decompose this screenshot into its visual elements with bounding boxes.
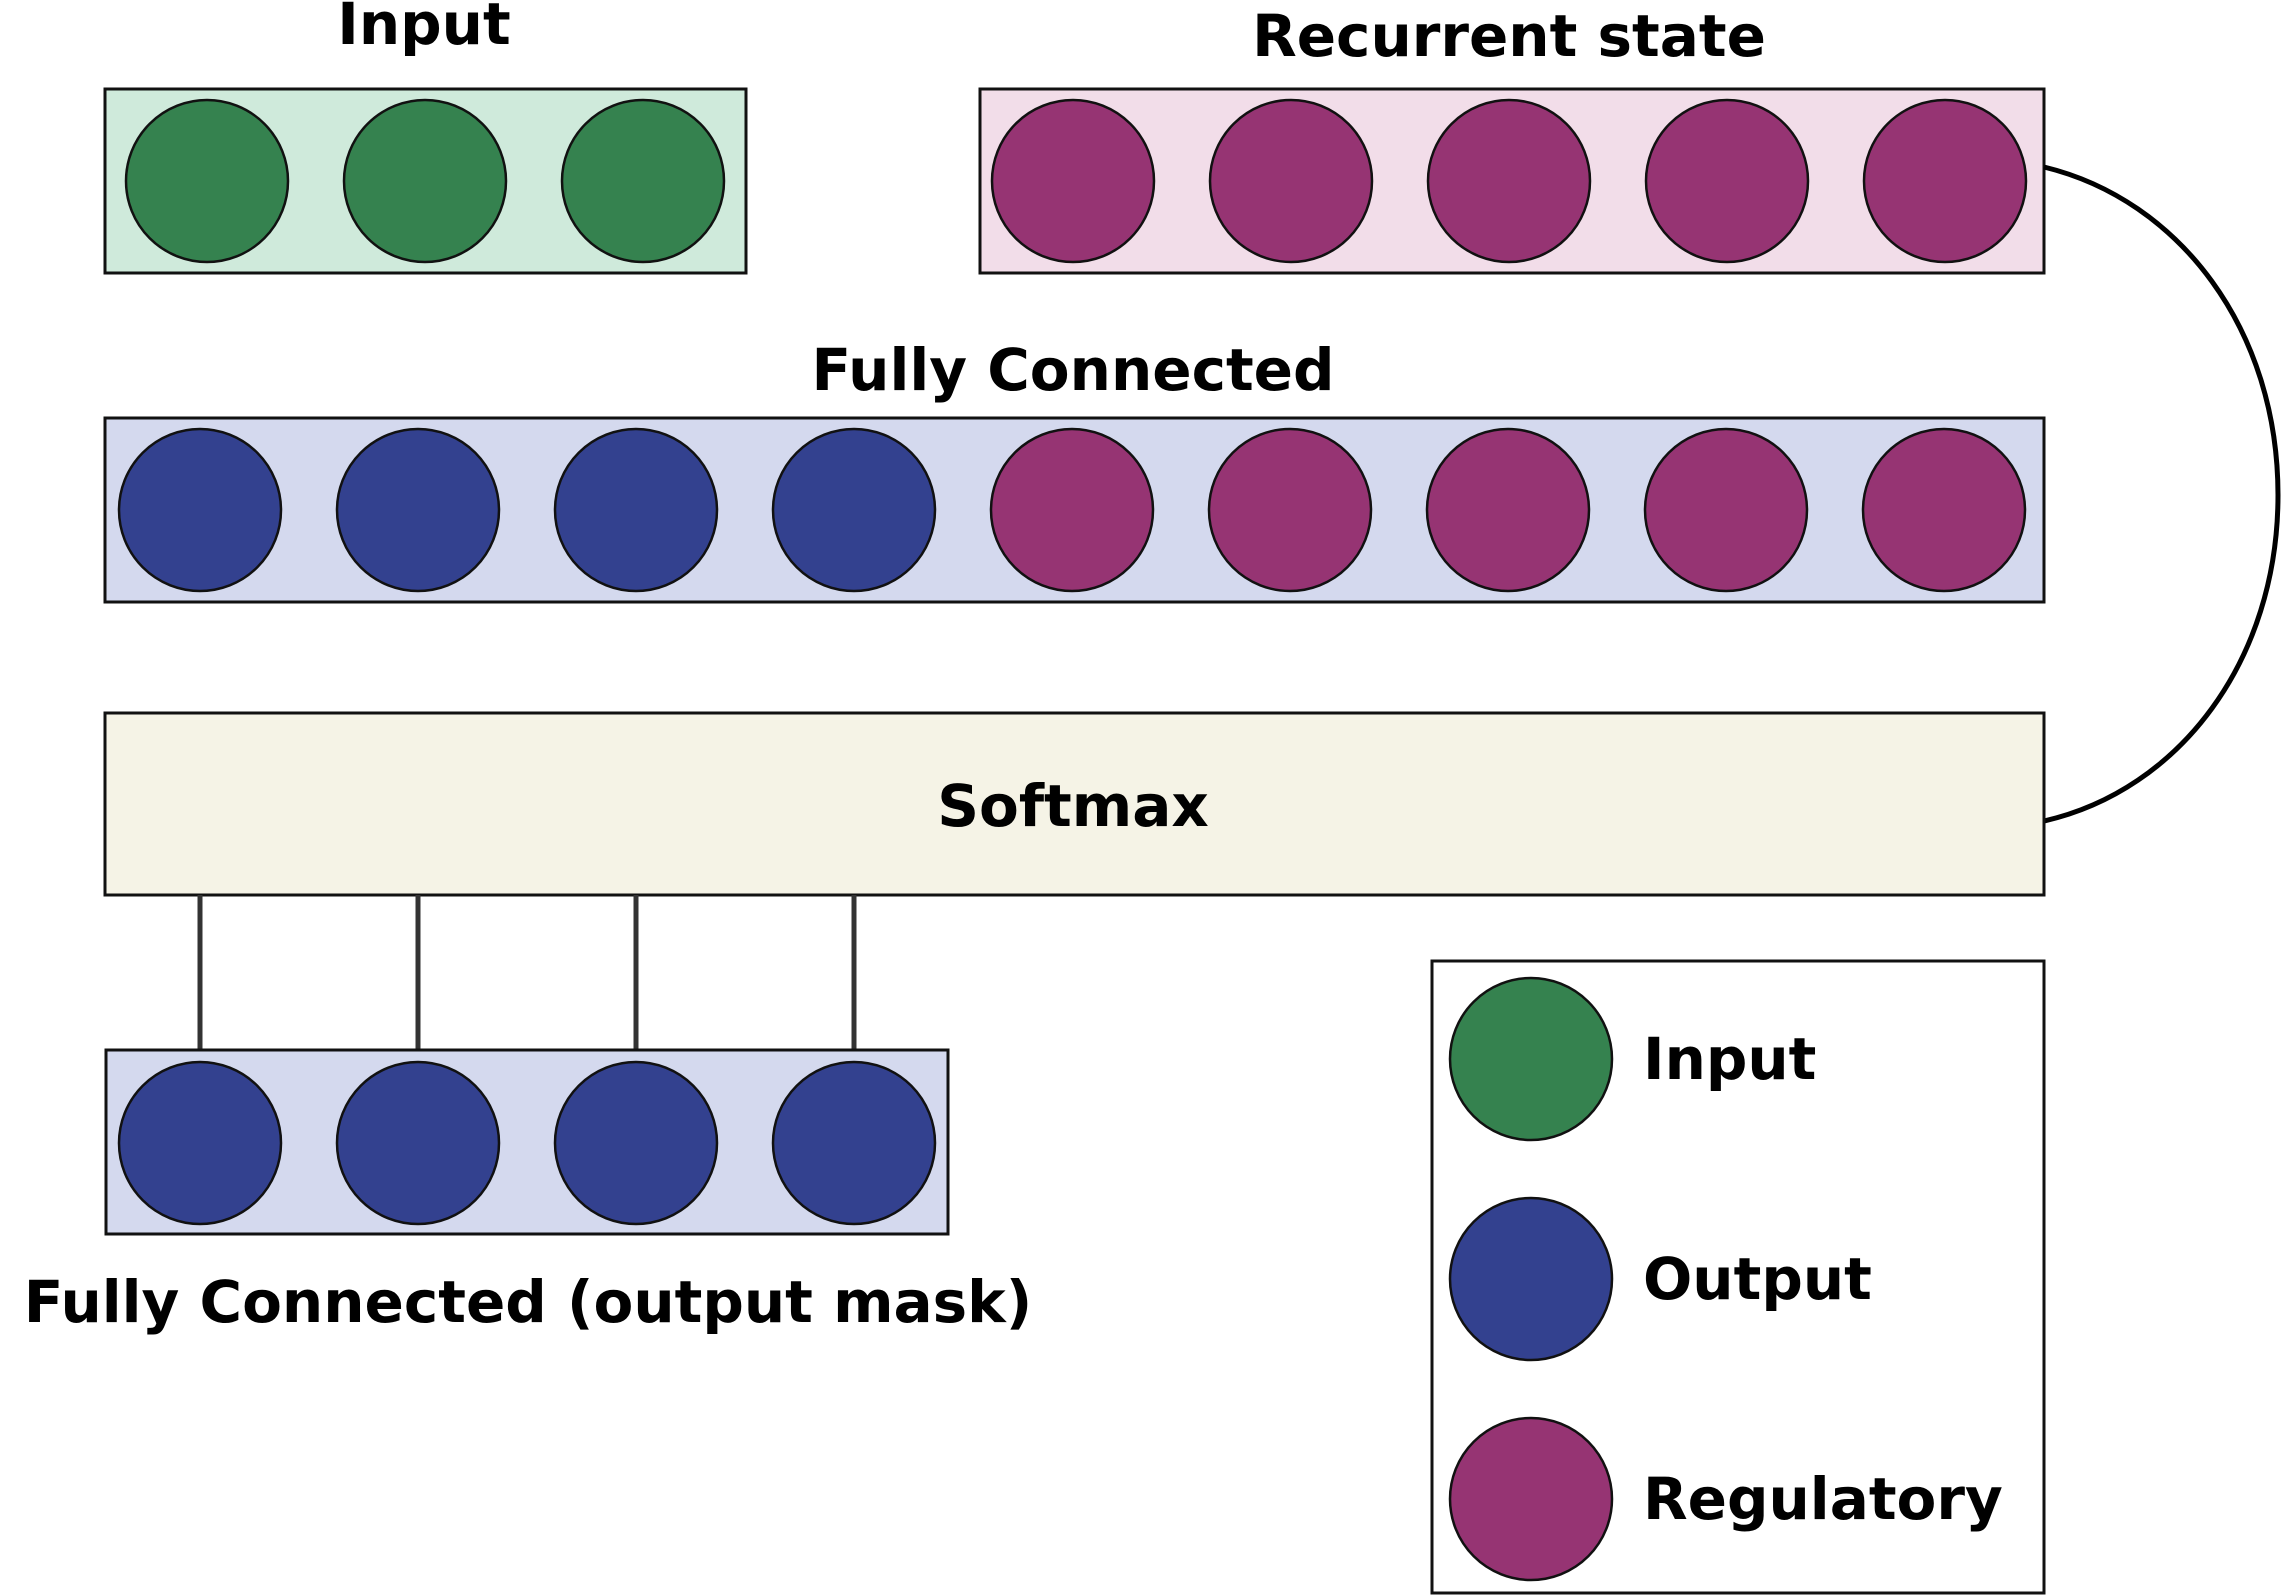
fully-connected-output-node (117, 427, 283, 593)
fully-connected-nodes (117, 427, 2027, 593)
recurrent-state-regulatory-node (1208, 98, 1374, 264)
legend-regulatory-label: Regulatory (1643, 1465, 2003, 1533)
input-layer-input-node (342, 98, 508, 264)
output-mask-nodes (117, 1060, 937, 1226)
fully-connected-output-node (771, 427, 937, 593)
input-layer-input-node (560, 98, 726, 264)
input-layer-input-node (124, 98, 290, 264)
fully-connected-regulatory-node (989, 427, 1155, 593)
input-layer-title: Input (337, 0, 510, 58)
legend-output-label: Output (1643, 1245, 1872, 1313)
fully-connected-regulatory-node (1861, 427, 2027, 593)
legend-input-swatch (1448, 976, 1614, 1142)
recurrent-state-nodes (990, 98, 2028, 264)
output-mask-output-node (117, 1060, 283, 1226)
recurrent-state-title: Recurrent state (1252, 2, 1766, 70)
fully-connected-title: Fully Connected (811, 336, 1334, 404)
recurrent-feedback-connection (2043, 164, 2281, 824)
softmax-box (103, 711, 2046, 897)
softmax-label: Softmax (937, 772, 1209, 840)
legend-output-swatch (1448, 1196, 1614, 1362)
output-mask-output-node (553, 1060, 719, 1226)
input-layer-nodes (124, 98, 726, 264)
recurrent-state-regulatory-node (1644, 98, 1810, 264)
output-mask-output-node (771, 1060, 937, 1226)
fully-connected-regulatory-node (1425, 427, 1591, 593)
fully-connected-output-node (553, 427, 719, 593)
legend-regulatory-swatch (1448, 1416, 1614, 1582)
recurrent-state-regulatory-node (990, 98, 1156, 264)
output-mask-output-node (335, 1060, 501, 1226)
fully-connected-regulatory-node (1643, 427, 1809, 593)
legend-input-label: Input (1643, 1025, 1816, 1093)
recurrent-state-regulatory-node (1426, 98, 1592, 264)
softmax-to-mask-connectors (197, 895, 857, 1050)
fully-connected-output-node (335, 427, 501, 593)
output-mask-title: Fully Connected (output mask) (24, 1268, 1033, 1336)
fully-connected-regulatory-node (1207, 427, 1373, 593)
recurrent-state-regulatory-node (1862, 98, 2028, 264)
